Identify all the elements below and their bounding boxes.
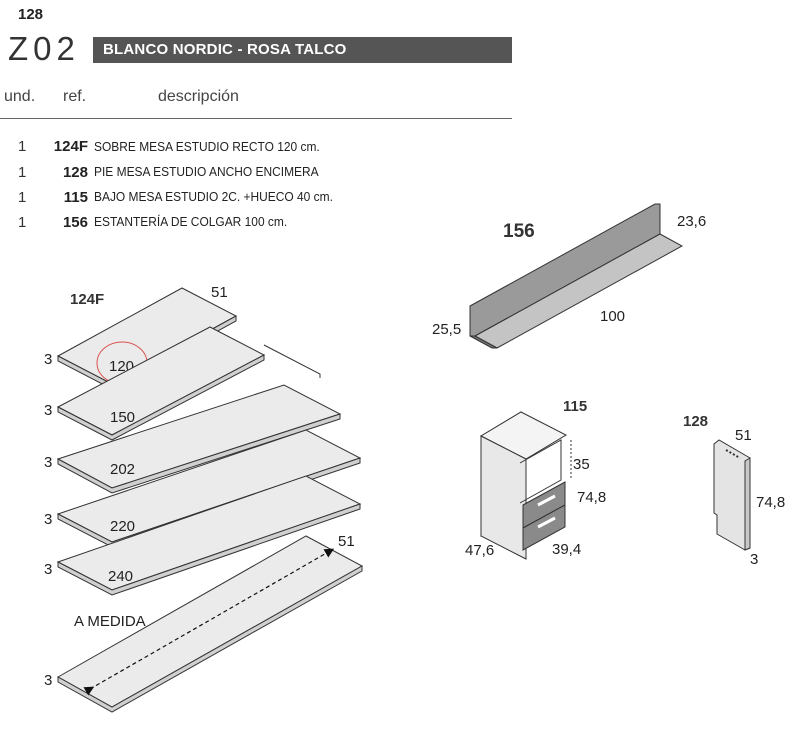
desk-top-length: 240 xyxy=(108,568,133,585)
leg-height: 74,8 xyxy=(756,494,785,511)
desk-top-150: 150 3 xyxy=(44,326,266,441)
item-ref: 124F xyxy=(53,138,88,155)
desk-top-thickness: 3 xyxy=(44,454,52,471)
finish-title: BLANCO NORDIC - ROSA TALCO xyxy=(103,41,347,58)
desk-top-202: 202 3 xyxy=(44,384,342,494)
desk-top-length: 150 xyxy=(110,409,135,426)
shelf-length: 100 xyxy=(600,308,625,325)
column-ref: ref. xyxy=(63,88,87,105)
item-ref: 156 xyxy=(62,214,88,231)
leg-ref: 128 xyxy=(683,413,708,430)
desk-top-length: 220 xyxy=(110,518,135,535)
item-description: SOBRE MESA ESTUDIO RECTO 120 cm. xyxy=(94,139,320,154)
column-units: und. xyxy=(4,88,36,105)
item-qty: 1 xyxy=(18,164,27,181)
composition-code: Z02 xyxy=(8,30,80,67)
cabinet-width: 39,4 xyxy=(552,541,581,558)
custom-top-label: A MEDIDA xyxy=(74,613,146,630)
desk-top-thickness: 3 xyxy=(44,561,52,578)
item-qty: 1 xyxy=(18,214,27,231)
desk-top-length: 202 xyxy=(110,461,135,478)
shelf-ref: 156 xyxy=(503,221,535,242)
leg-depth: 51 xyxy=(735,427,752,444)
item-ref: 128 xyxy=(62,164,88,181)
desk-top-220: 220 3 xyxy=(44,429,362,548)
item-description: PIE MESA ESTUDIO ANCHO ENCIMERA xyxy=(94,164,319,179)
item-qty: 1 xyxy=(18,138,27,155)
leg-thickness: 3 xyxy=(750,551,758,568)
finish-banner: BLANCO NORDIC - ROSA TALCO xyxy=(93,37,512,63)
cabinet-drawing: 115 35 74,8 47,6 39,4 xyxy=(465,398,606,560)
item-description: BAJO MESA ESTUDIO 2C. +HUECO 40 cm. xyxy=(94,189,333,204)
shelf-drawing: 156 23,6 100 25,5 xyxy=(432,203,706,349)
shelf-height: 25,5 xyxy=(432,321,461,338)
cabinet-height: 74,8 xyxy=(577,489,606,506)
desk-top-thickness: 3 xyxy=(44,511,52,528)
desk-top-ref: 124F xyxy=(70,291,104,308)
header-divider xyxy=(0,118,512,119)
item-ref: 115 xyxy=(63,189,88,206)
desk-top-custom: A MEDIDA 51 3 xyxy=(44,533,364,713)
cabinet-ref: 115 xyxy=(563,398,587,415)
shelf-depth: 23,6 xyxy=(677,213,706,230)
custom-top-thickness: 3 xyxy=(44,672,52,689)
leg-drawing: 128 51 74,8 3 xyxy=(683,413,785,568)
item-description: ESTANTERÍA DE COLGAR 100 cm. xyxy=(94,214,288,229)
desk-tops-drawing: 124F 51 120 3 150 3 202 3 2 xyxy=(44,284,364,713)
desk-top-thickness: 3 xyxy=(44,402,52,419)
custom-top-depth: 51 xyxy=(338,533,355,550)
column-description: descripción xyxy=(158,88,239,105)
desk-top-thickness: 3 xyxy=(44,351,52,368)
page-number: 128 xyxy=(18,6,44,23)
cabinet-opening: 35 xyxy=(573,456,590,473)
item-qty: 1 xyxy=(18,189,27,206)
desk-top-depth: 51 xyxy=(211,284,228,301)
cabinet-depth: 47,6 xyxy=(465,542,494,559)
